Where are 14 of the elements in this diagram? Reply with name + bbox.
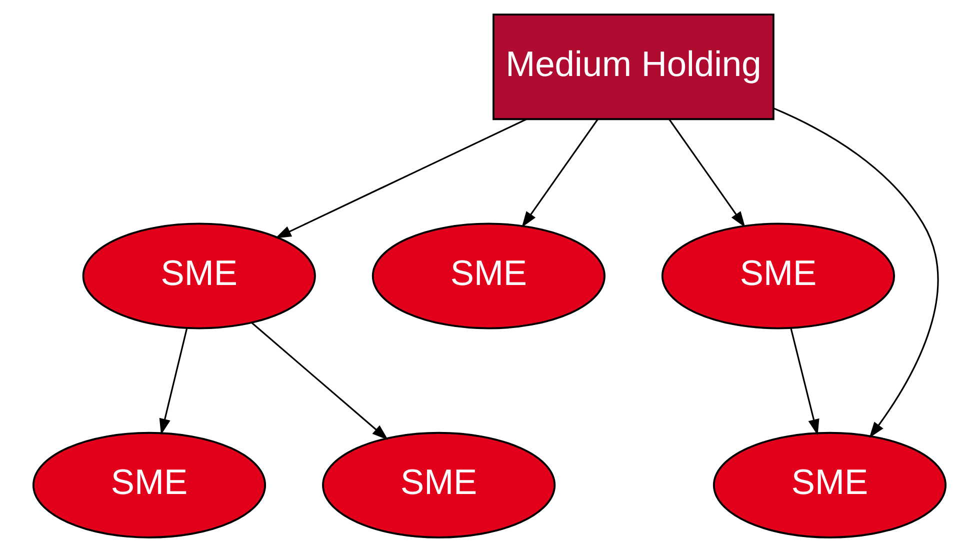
- node-ellipse: SME: [372, 222, 606, 330]
- arrow: [159, 328, 188, 435]
- node-ellipse: SME: [322, 432, 556, 538]
- node-box: Medium Holding: [492, 14, 774, 120]
- node-ellipse: SME: [32, 432, 266, 538]
- arrow: [522, 118, 598, 228]
- node-ellipse: SME: [712, 432, 947, 538]
- node-ellipse: SME: [82, 222, 316, 330]
- arrow: [251, 322, 388, 440]
- node-ellipse: SME: [661, 222, 896, 330]
- arrow: [275, 118, 526, 238]
- arrow: [774, 108, 939, 438]
- arrow: [790, 328, 820, 436]
- arrow: [668, 118, 746, 228]
